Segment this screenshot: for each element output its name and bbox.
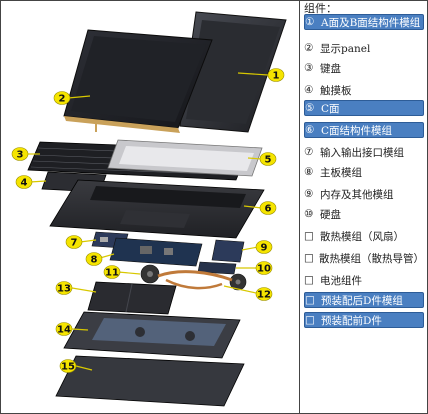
component-label: C面 [321,102,340,115]
battery-part [87,281,177,315]
component-list-item: ⑨ 内存及其他模组 [304,186,424,202]
component-label: A面及B面结构件模组 [321,16,421,29]
c-shell-part [49,179,265,239]
component-number: ⑥ [305,124,315,136]
memory-module-part [211,239,245,263]
component-label: 显示panel [320,42,371,55]
callout-7: 7 [65,235,83,249]
component-list-item: □ 散热模组（风扇） [304,228,424,244]
fan-part [140,264,247,291]
component-list-item: ⑦ 输入输出接口模组 [304,144,424,160]
component-number: □ [305,294,315,306]
component-label: 内存及其他模组 [320,188,394,201]
component-list-item: ⑤ C面 [304,100,424,116]
d-cover-assembled-part [63,311,241,359]
component-number: □ [304,230,314,242]
callout-8: 8 [85,252,103,266]
component-list-item: □ 预装配后D件模组 [304,292,424,308]
callout-label: 14 [57,325,71,336]
callout-12: 12 [255,287,273,301]
component-number: ⑧ [304,166,314,178]
callout-9: 9 [255,240,273,254]
component-label: 电池组件 [320,274,362,287]
component-number: ⑤ [305,102,315,114]
component-list-item: ⑧ 主板模组 [304,164,424,180]
component-label: 硬盘 [320,208,341,221]
component-label: 散热模组（散热导管） [319,252,424,265]
display-panel-part [63,29,213,133]
component-number: ⑨ [304,188,314,200]
component-list-panel: 组件： ① A面及B面结构件模组 ② 显示panel ③ 键盘 ④ 触摸板 ⑤ C面 ⑥ C面结构件模… [300,0,428,414]
component-number: ⑦ [304,146,314,158]
component-list-item: ⑥ C面结构件模组 [304,122,424,138]
component-label: 主板模组 [320,166,362,179]
callout-13: 13 [55,281,73,295]
component-label: C面结构件模组 [321,124,393,137]
callout-11: 11 [103,265,121,279]
callout-label: 10 [257,264,271,275]
component-number: ⑩ [304,208,314,220]
component-label: 散热模组（风扇） [320,230,404,243]
callout-15: 15 [59,359,77,373]
component-list-item: ⑩ 硬盘 [304,206,424,222]
component-list-item: ③ 键盘 [304,60,424,76]
component-label: 预装配后D件模组 [321,294,403,307]
component-number: □ [304,252,314,264]
callout-5: 5 [259,152,277,166]
component-list-item: □ 预装配前D件 [304,312,424,328]
callout-14: 14 [55,322,73,336]
callout-6: 6 [259,201,277,215]
mainboard-part [109,237,203,267]
callout-label: 3 [17,150,24,161]
callout-label: 11 [105,268,119,279]
callout-3: 3 [11,147,29,161]
component-number: ② [304,42,314,54]
callout-label: 5 [265,155,272,166]
callout-label: 9 [261,243,268,254]
callout-label: 13 [57,284,71,295]
c-face-part [107,139,263,177]
component-label: 触摸板 [320,84,352,97]
callout-4: 4 [15,175,33,189]
callout-10: 10 [255,261,273,275]
ssd-part [197,261,237,275]
component-number: □ [304,274,314,286]
column-divider [299,0,300,414]
callout-label: 6 [265,204,272,215]
callout-1: 1 [267,68,285,82]
callout-label: 2 [59,94,66,105]
component-label: 键盘 [320,62,341,75]
component-number: □ [305,314,315,326]
component-label: 输入输出接口模组 [320,146,404,159]
component-list-item: ② 显示panel [304,40,424,56]
component-list-title: 组件： [304,2,337,15]
callout-label: 8 [91,255,98,266]
component-number: ④ [304,84,314,96]
component-list-item: ① A面及B面结构件模组 [304,14,424,30]
callout-label: 7 [71,238,78,249]
callout-label: 4 [21,178,28,189]
callout-label: 1 [273,71,280,82]
callout-label: 12 [257,290,271,301]
component-list-item: □ 散热模组（散热导管） [304,250,424,266]
component-list-item: ④ 触摸板 [304,82,424,98]
leader-lines [26,72,269,371]
component-number: ① [305,16,315,28]
component-label: 预装配前D件 [321,314,382,327]
heat-pipe-part [157,270,233,290]
callout-2: 2 [53,91,71,105]
d-cover-bare-part [55,355,245,407]
component-number: ③ [304,62,314,74]
callout-label: 15 [61,362,75,373]
component-list-item: □ 电池组件 [304,272,424,288]
